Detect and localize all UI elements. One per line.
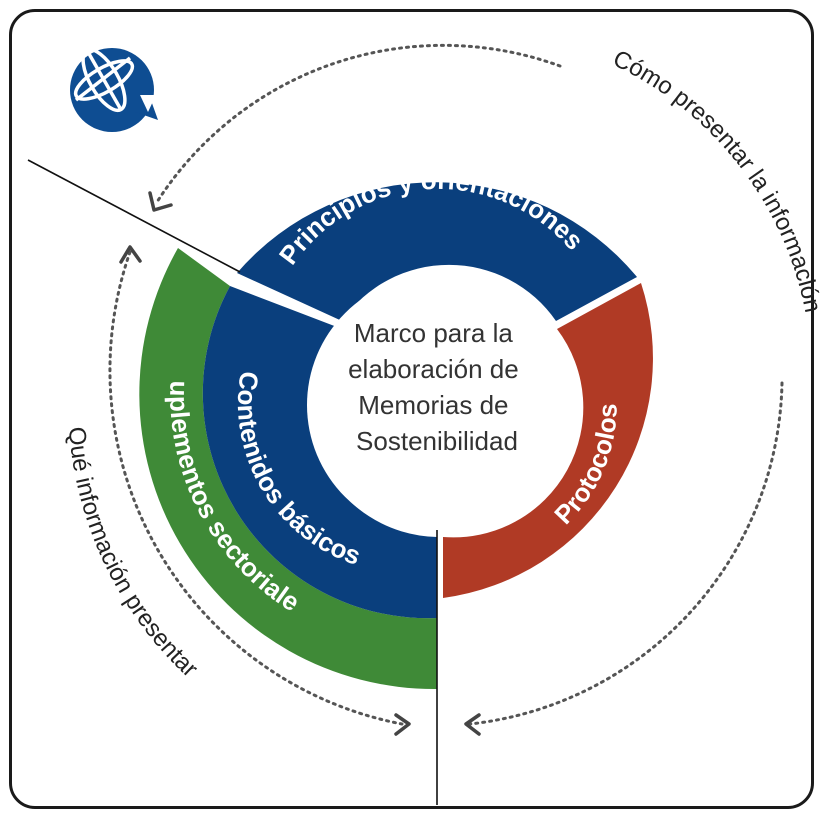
center-line-1: Marco para la [354, 318, 513, 348]
arrowhead-left-side [119, 245, 142, 264]
arrowhead-left-top [148, 191, 173, 212]
arrowhead-bottom-right [464, 713, 481, 736]
center-line-4: Sostenibilidad [356, 426, 518, 456]
logo [70, 47, 158, 132]
logo-arrow-head [140, 95, 156, 112]
arrow-que-path [108, 250, 404, 726]
arrow-como-path [155, 43, 562, 204]
globe-line-2 [86, 51, 122, 109]
ring [139, 182, 653, 690]
segment-protocolos [443, 283, 653, 598]
center-title: Marco para la elaboración de Memorias de… [348, 318, 526, 456]
segment-principios [237, 182, 637, 321]
center-line-2: elaboración de [348, 354, 519, 384]
label-como-presentar: Cómo presentar la información [609, 45, 826, 315]
divider-line-top [27, 159, 241, 273]
center-circle [307, 275, 567, 535]
segment-contenidos [202, 286, 437, 619]
segment-suplementos [139, 248, 438, 690]
arrow-como-bottom-path [468, 381, 784, 726]
center-line-3: Memorias de [358, 390, 508, 420]
arrowhead-bottom-left [394, 713, 411, 736]
